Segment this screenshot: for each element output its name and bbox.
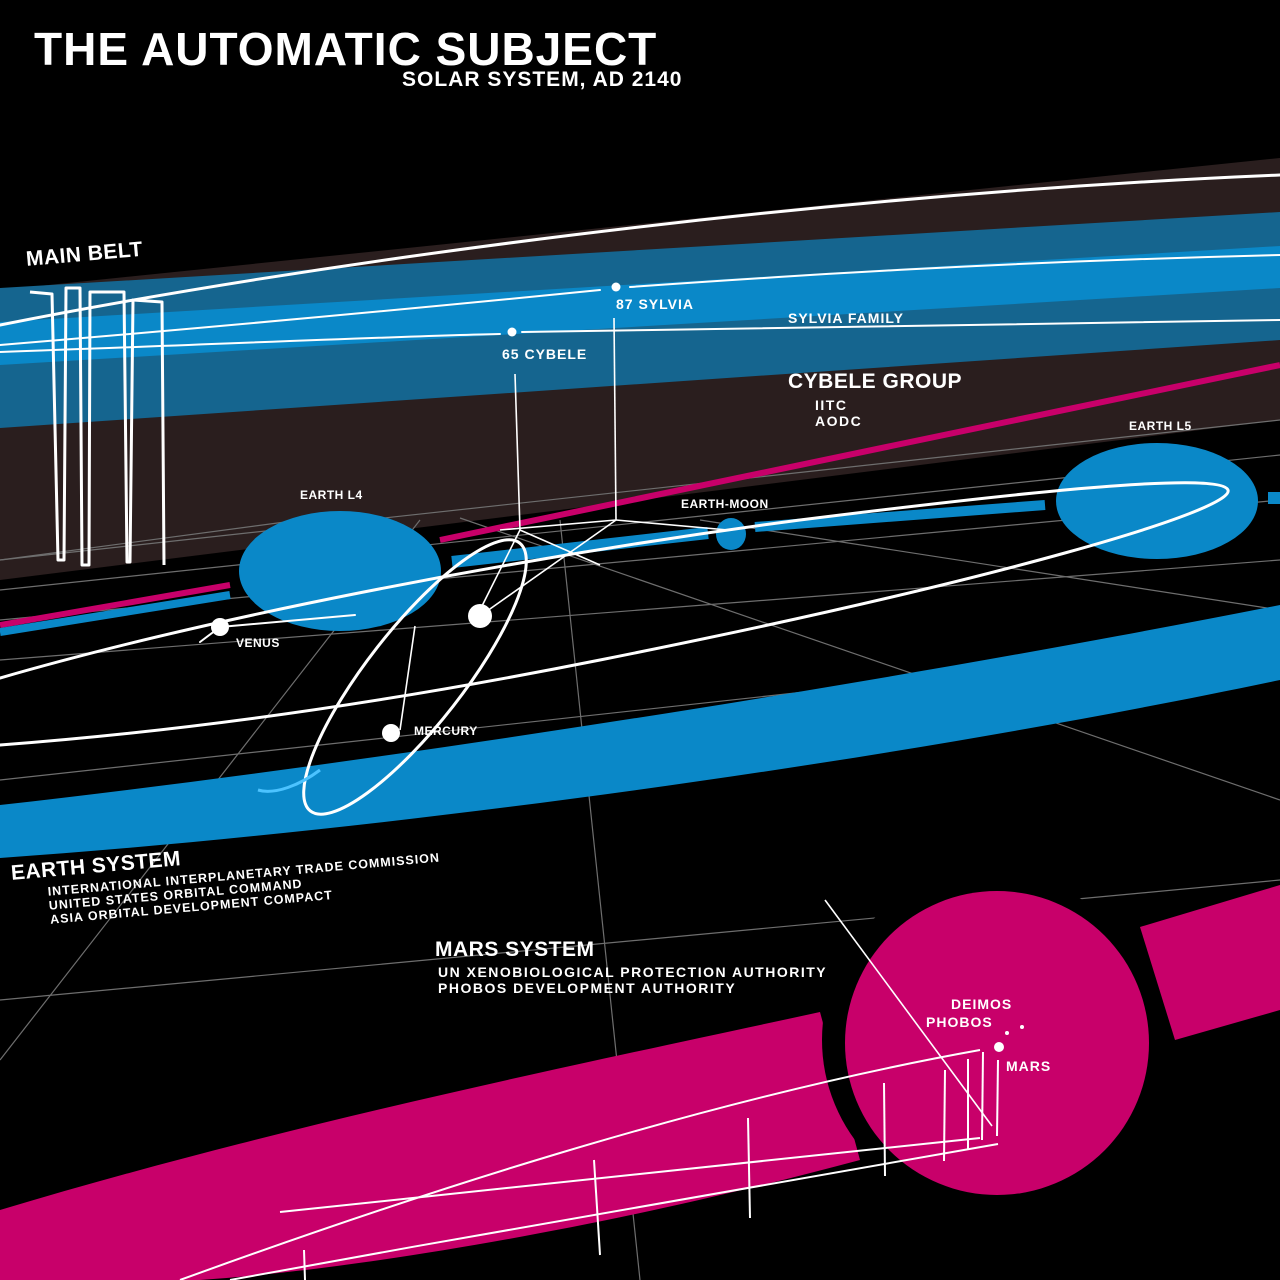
cybele-group-heading: CYBELE GROUP — [788, 370, 963, 393]
main-belt-orbit — [0, 173, 1280, 327]
org-iitc: IITC — [815, 397, 848, 413]
pointer-lines — [399, 317, 993, 1127]
mars-dot[interactable] — [994, 1042, 1004, 1052]
mars-band-right — [1140, 885, 1280, 1040]
earth-l4-region — [239, 511, 441, 631]
mercury-label: MERCURY — [414, 724, 478, 738]
deimos-label: DEIMOS — [951, 996, 1013, 1012]
phobos-label: PHOBOS — [926, 1014, 993, 1030]
earth-system-band — [0, 605, 1280, 858]
sylvia-label: 87 SYLVIA — [616, 296, 694, 312]
earth-orbit-segment — [1268, 492, 1280, 504]
earth-dot[interactable] — [468, 604, 492, 628]
sylvia-family-label: SYLVIA FAMILY — [788, 310, 904, 326]
sylvia-dot[interactable] — [611, 282, 621, 292]
mars-system-heading: MARS SYSTEM — [435, 938, 595, 961]
org-unxpa: UN XENOBIOLOGICAL PROTECTION AUTHORITY — [438, 964, 828, 980]
earth-orbit-segment — [0, 591, 231, 636]
earth-l5-label: EARTH L5 — [1129, 419, 1192, 433]
earth-moon-body — [716, 518, 746, 550]
mars-band — [0, 1012, 860, 1280]
venus-dot[interactable] — [211, 618, 229, 636]
mars-label: MARS — [1006, 1058, 1052, 1074]
venus-label: VENUS — [236, 636, 280, 650]
org-phobos-da: PHOBOS DEVELOPMENT AUTHORITY — [438, 980, 737, 996]
page-subtitle: SOLAR SYSTEM, AD 2140 — [402, 68, 683, 91]
cybele-dot[interactable] — [507, 327, 517, 337]
mars-connectors — [179, 1049, 999, 1280]
mercury-dot[interactable] — [382, 724, 400, 742]
mars-orbit-upper — [0, 582, 231, 628]
earth-orbit-segment — [754, 500, 1046, 532]
sylvia-orbit — [0, 254, 1280, 346]
orbits — [0, 173, 1280, 816]
earth-moon-label: EARTH-MOON — [681, 497, 769, 511]
main-belt-connectors — [29, 286, 166, 567]
mercury-orbit — [302, 538, 528, 816]
phobos-dot[interactable] — [1005, 1031, 1009, 1035]
belt-blue-inner — [0, 246, 1280, 365]
deimos-dot[interactable] — [1020, 1025, 1024, 1029]
cybele-orbit — [0, 319, 1280, 353]
org-aodc: AODC — [815, 413, 863, 429]
earth-l5-region — [1056, 443, 1258, 559]
cybele-label: 65 CYBELE — [502, 346, 588, 362]
cybele-group-orgs: IITC AODC — [815, 397, 862, 429]
mercury-orbit-blue-segment — [257, 768, 321, 793]
earth-l4-label: EARTH L4 — [300, 488, 363, 502]
page-title: THE AUTOMATIC SUBJECT — [34, 23, 658, 75]
mars-orbit-upper-2 — [439, 362, 1280, 543]
mars-system-orgs: UN XENOBIOLOGICAL PROTECTION AUTHORITY P… — [438, 964, 827, 996]
